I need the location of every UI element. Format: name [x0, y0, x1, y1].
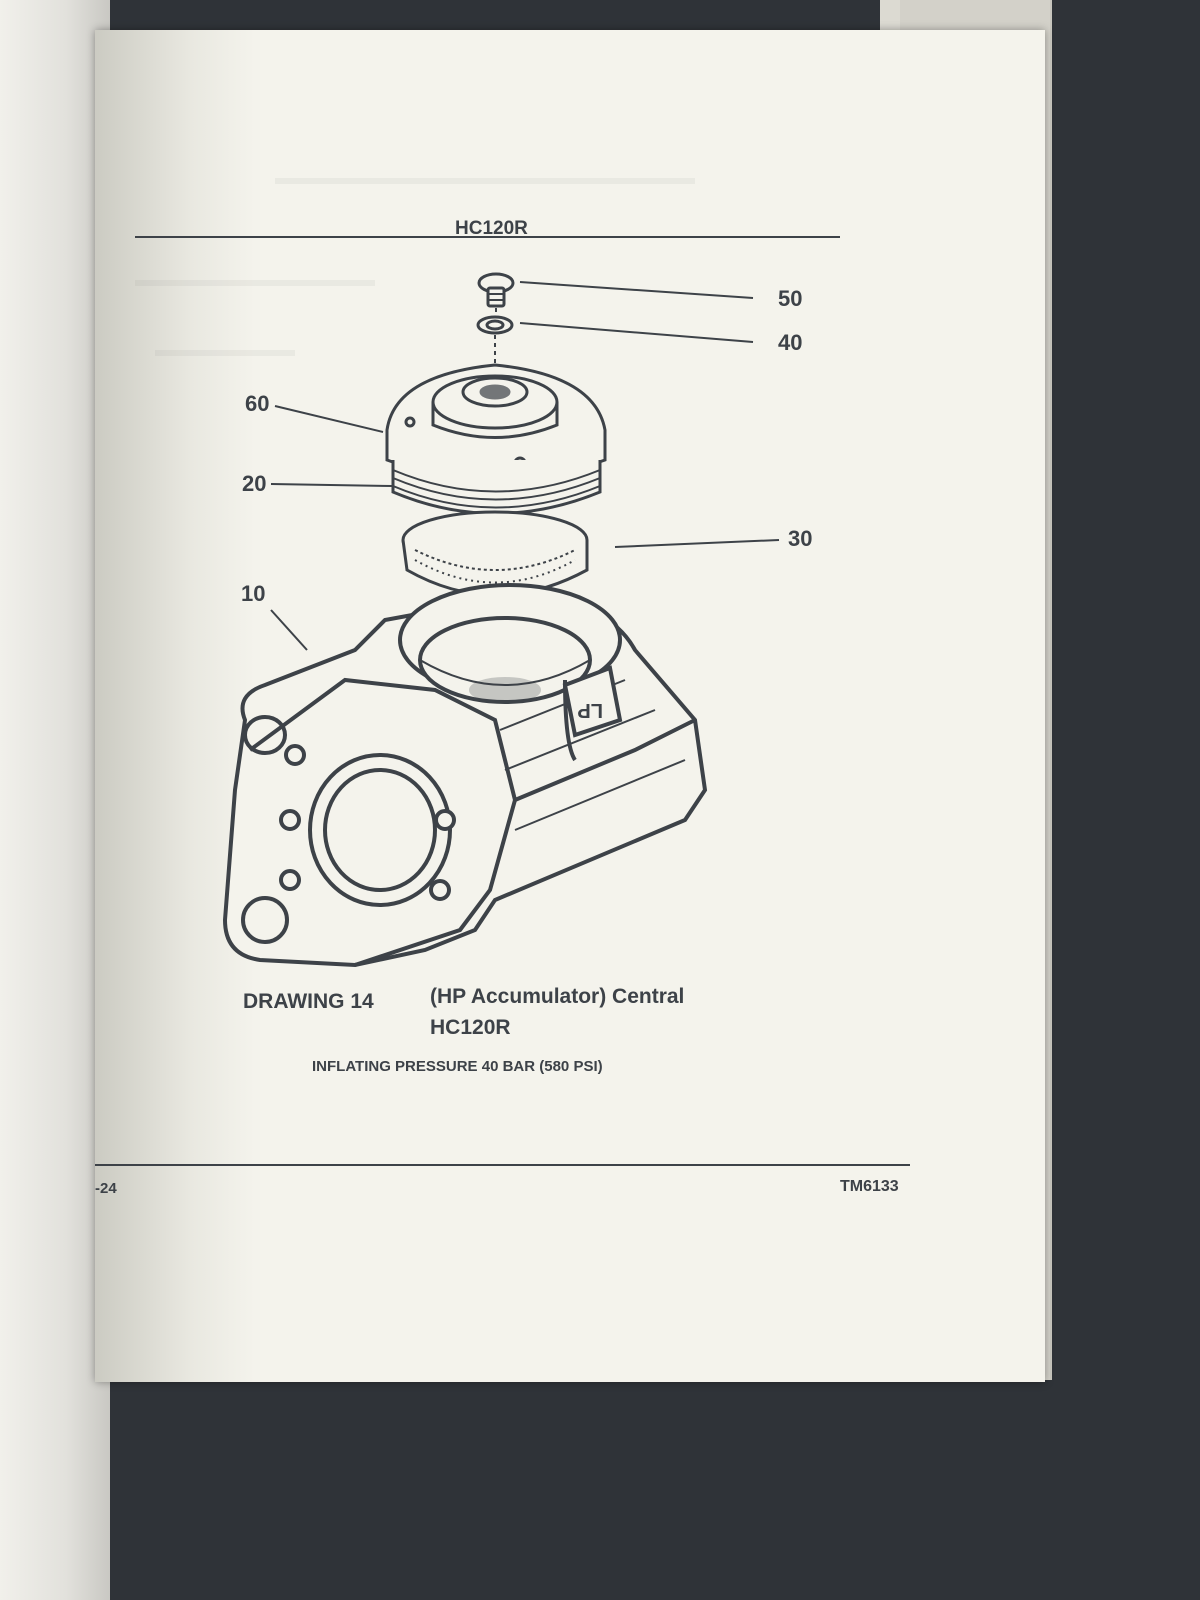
inflating-pressure-note: INFLATING PRESSURE 40 BAR (580 PSI) [312, 1058, 603, 1075]
callout-30: 30 [788, 526, 813, 551]
leader-line-60 [274, 405, 384, 433]
callout-10: 10 [241, 581, 266, 606]
footer-page-number: -24 [95, 1180, 117, 1197]
washer-40 [476, 315, 514, 365]
cap-60 [385, 363, 607, 482]
ring-20 [391, 460, 602, 515]
manual-page: HC120R 50 40 60 20 30 10 DRAWING 14 (HP … [95, 30, 1045, 1382]
header-rule [135, 236, 840, 238]
footer-doc-code: TM6133 [840, 1178, 899, 1195]
callout-50: 50 [778, 286, 803, 311]
leader-line-10 [270, 609, 308, 651]
footer-rule [95, 1164, 910, 1166]
drawing-label: DRAWING 14 [243, 990, 374, 1013]
drawing-title-line1: (HP Accumulator) Central [430, 985, 685, 1008]
page-header-title: HC120R [455, 218, 528, 239]
diaphragm-30 [401, 510, 589, 597]
leader-line-30 [614, 539, 780, 548]
callout-60: 60 [245, 391, 270, 416]
callout-40: 40 [778, 330, 803, 355]
callout-20: 20 [242, 471, 267, 496]
leader-line-40 [519, 322, 754, 343]
leader-line-20 [270, 483, 393, 487]
screw-50 [477, 272, 515, 330]
drawing-title-line2: HC120R [430, 1016, 511, 1039]
accumulator-exploded-drawing: LP [222, 272, 780, 968]
facing-page [0, 0, 110, 1600]
leader-line-50 [519, 281, 754, 299]
body-10 [222, 583, 708, 968]
lp-stamp-text: LP [577, 699, 603, 721]
